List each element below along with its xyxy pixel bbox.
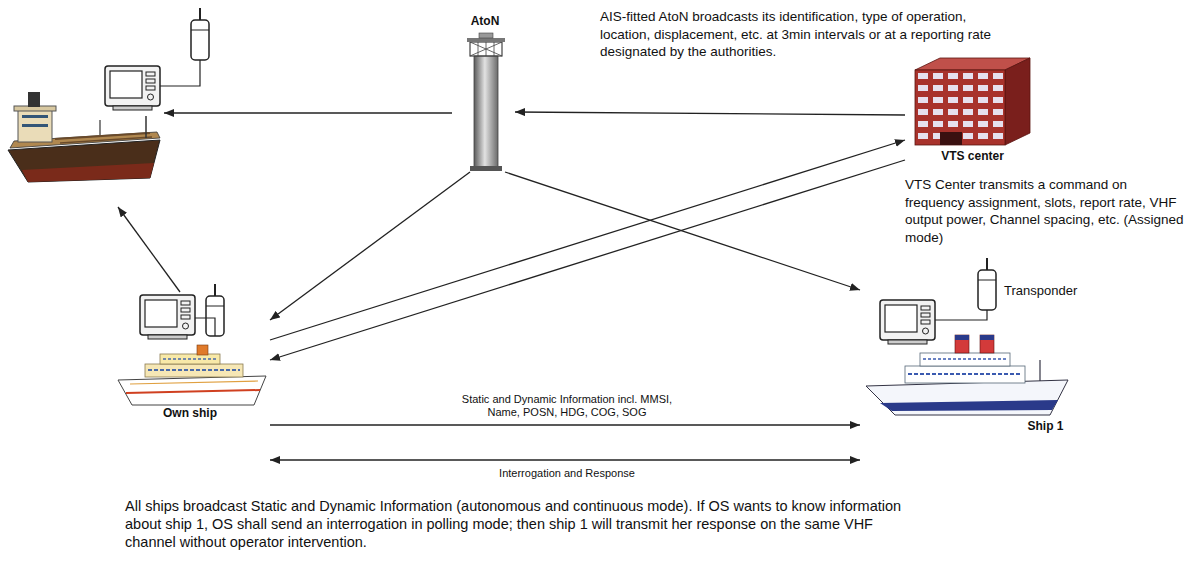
ship-1-vessel — [866, 335, 1068, 415]
vts-building-part — [940, 132, 962, 145]
transponder-antenna — [191, 8, 209, 60]
note-text: AIS-fitted AtoN broadcasts its identific… — [600, 8, 1010, 61]
ship-1-vessel-part — [980, 335, 994, 353]
broadcast-arrow — [164, 112, 452, 113]
ship-1-vessel-part — [955, 335, 969, 340]
display-unit-part — [140, 295, 195, 339]
edge-label: Interrogation and Response — [455, 467, 679, 481]
display-unit-part — [105, 66, 160, 110]
own-ship-vessel-part — [160, 354, 220, 364]
tanker-ship-part — [145, 116, 147, 138]
display-unit — [880, 300, 935, 344]
tanker-ship-part — [22, 115, 48, 118]
entity-node: AtoN — [455, 12, 515, 172]
antenna-cable — [195, 318, 215, 336]
aton-tower-part — [479, 33, 493, 38]
aton-tower-part — [470, 42, 502, 56]
note-text: VTS Center transmits a command on freque… — [905, 176, 1188, 246]
own-ship-vessel-part — [148, 369, 240, 371]
own-ship-vessel-part — [126, 390, 260, 393]
signal-arrow — [270, 459, 860, 460]
ship-1-vessel-part — [905, 366, 1025, 383]
aton-tower-part — [470, 166, 502, 171]
part-label: Transponder — [1004, 283, 1077, 300]
own-ship-vessel-part — [118, 376, 266, 405]
display-unit — [140, 295, 195, 339]
own-ship-vessel-part — [145, 364, 243, 377]
signal-arrow — [505, 172, 860, 290]
signal-arrow — [270, 424, 860, 425]
vts-building-part — [915, 70, 1005, 145]
own-ship-vessel-part — [130, 381, 258, 384]
entity-label: VTS center — [905, 149, 1040, 163]
entity-label: Ship 1 — [1018, 419, 1073, 433]
ship-1-vessel-part — [980, 335, 994, 340]
tanker-ship-part — [22, 124, 48, 127]
tanker-ship-part — [22, 163, 154, 182]
tanker-ship-part — [28, 92, 40, 107]
tanker-ship-part — [60, 137, 152, 143]
edge-label: Static and Dynamic Information incl. MMS… — [455, 393, 679, 421]
signal-arrow — [515, 112, 905, 115]
own-ship-vessel — [118, 345, 266, 405]
transponder-antenna-part — [978, 258, 996, 310]
display-unit — [105, 66, 160, 110]
entity-node: Own ship — [115, 285, 270, 470]
signal-arrow — [270, 160, 905, 360]
transponder-antenna-part — [191, 8, 209, 60]
ship-1-vessel-part — [920, 353, 1010, 366]
vts-building-part — [1005, 58, 1030, 145]
own-ship-vessel-part — [163, 358, 217, 360]
signal-arrow — [270, 172, 470, 320]
caption-text: All ships broadcast Static and Dynamic I… — [125, 497, 905, 551]
aton-tower-part — [470, 42, 502, 56]
ship-1-vessel-part — [880, 400, 1058, 411]
antenna-cable — [935, 310, 987, 320]
ship-1-vessel-part — [923, 358, 1007, 360]
entity-label: Own ship — [135, 406, 245, 420]
aton-tower — [467, 33, 505, 171]
ship-1-vessel-part — [955, 335, 969, 353]
entity-label: AtoN — [455, 14, 515, 28]
broadcast-arrow — [118, 207, 180, 292]
antenna-cable — [160, 60, 200, 86]
tanker-ship-part — [99, 120, 100, 135]
aton-tower-part — [467, 38, 505, 42]
vts-building — [915, 58, 1030, 145]
ship-1-vessel-part — [908, 373, 1022, 375]
transponder-antenna — [978, 258, 996, 310]
ship-1-vessel-part — [1039, 360, 1040, 381]
display-unit-part — [880, 300, 935, 344]
tanker-ship-part — [18, 108, 52, 142]
entity-node: VTS center — [905, 55, 1040, 173]
aton-tower-part — [474, 56, 498, 170]
ship-1-vessel-part — [866, 380, 1068, 415]
signal-arrow — [270, 140, 905, 340]
vts-building-part — [915, 70, 1005, 142]
own-ship-vessel-part — [197, 345, 208, 355]
